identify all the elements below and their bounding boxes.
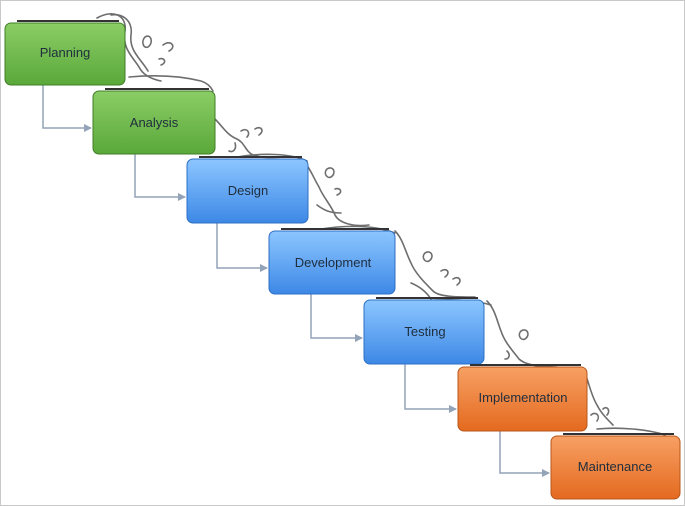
connectors [42,85,550,477]
stage-label: Development [295,255,372,270]
splash-icon [214,118,308,162]
stage-label: Maintenance [578,459,652,474]
stage-implementation: Implementation [457,364,588,432]
splash-icon [300,158,396,234]
stage-box [550,435,681,500]
stage-box [268,230,396,295]
stage-label: Implementation [479,390,568,405]
stage-box [4,22,126,86]
connector-arrow [499,431,550,477]
connector-arrow [134,154,186,201]
stage-planning: Planning [4,20,126,86]
splash-icon [394,230,492,306]
stage-testing: Testing [363,297,485,365]
connector-arrow [42,85,92,132]
stage-label: Design [228,183,268,198]
stage-label: Analysis [130,115,179,130]
splash-icon [486,300,584,374]
connector-arrow [310,294,363,342]
stage-maintenance: Maintenance [550,433,681,500]
stage-box [186,158,309,224]
stage-development: Development [268,228,396,295]
stage-label: Testing [404,324,445,339]
stage-box [363,299,485,365]
stage-analysis: Analysis [92,88,216,155]
stage-label: Planning [40,45,91,60]
connector-arrow [216,223,268,272]
stage-design: Design [186,156,309,224]
stage-box [457,366,588,432]
connector-arrow [404,364,457,413]
splash-icon [96,13,214,92]
stage-box [92,90,216,155]
splash-icon [584,372,666,436]
